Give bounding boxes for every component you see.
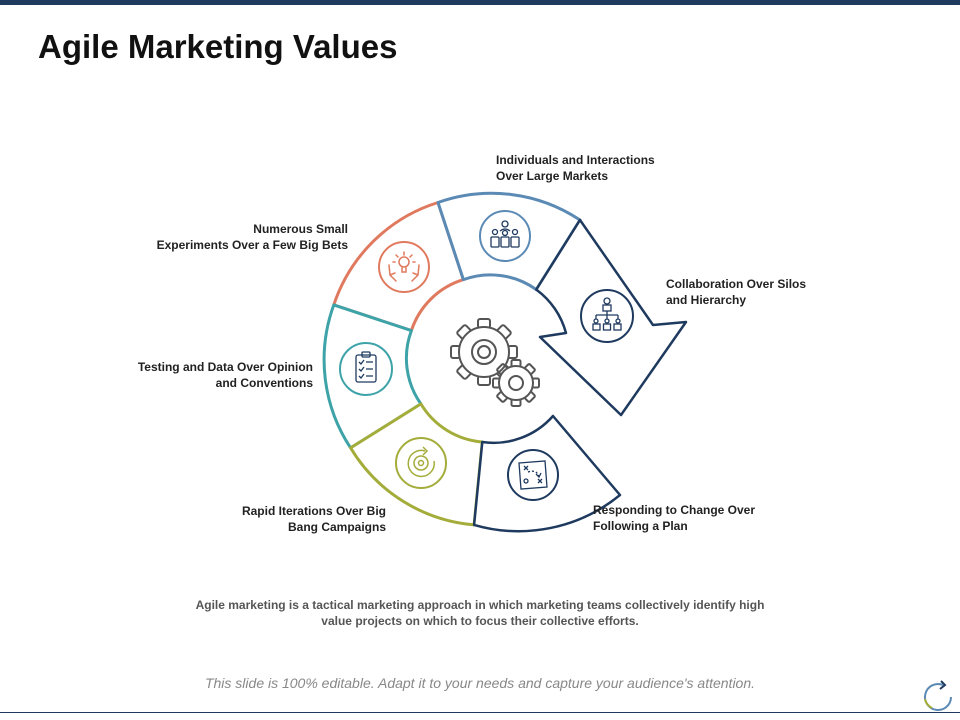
label-collaboration: Collaboration Over Silos and Hierarchy (666, 277, 807, 307)
page-title: Agile Marketing Values (38, 28, 398, 65)
top-accent-bar (0, 0, 960, 5)
gears-icon (450, 318, 540, 407)
refresh-cycle-icon (924, 680, 952, 711)
label-rapid: Rapid Iterations Over Big Bang Campaigns (241, 504, 386, 534)
iteration-cycle-icon (395, 437, 447, 489)
label-experiments: Numerous Small Experiments Over a Few Bi… (156, 222, 348, 252)
hands-idea-icon (378, 241, 430, 293)
strategy-plan-icon (507, 449, 559, 501)
checklist-icon (339, 342, 393, 396)
description-text: Agile marketing is a tactical marketing … (195, 598, 765, 628)
footer-note: This slide is 100% editable. Adapt it to… (204, 675, 756, 691)
bottom-divider (0, 712, 960, 713)
label-testing: Testing and Data Over Opinion and Conven… (137, 360, 313, 390)
people-team-icon (479, 210, 531, 262)
hierarchy-icon (580, 289, 634, 343)
label-individuals: Individuals and Interactions Over Large … (496, 153, 655, 183)
label-responding: Responding to Change Over Following a Pl… (593, 503, 756, 533)
